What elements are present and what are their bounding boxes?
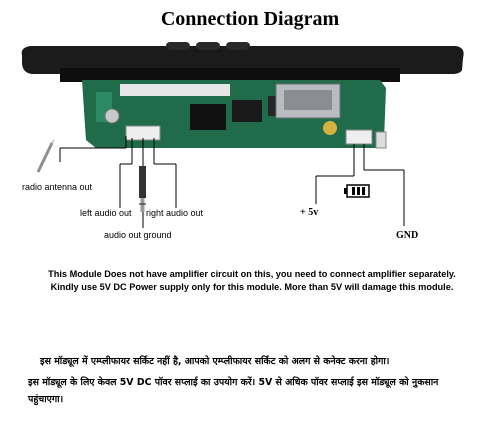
hindi-note-line-2: इस मॉड्यूल के लिए केवल 5V DC पॉवर सप्लाई… (28, 377, 439, 388)
english-note-line-1: This Module Does not have amplifier circ… (48, 269, 456, 279)
panel-button-1 (166, 42, 190, 50)
panel-button-2 (196, 42, 220, 50)
right-audio-label: right audio out (146, 208, 204, 218)
panel-button-3 (226, 42, 250, 50)
diagram-title: Connection Diagram (160, 8, 340, 30)
module-illustration (21, 42, 464, 228)
english-note-line-2: Kindly use 5V DC Power supply only for t… (50, 282, 454, 292)
battery-icon (344, 184, 370, 198)
radio-antenna-label: radio antenna out (22, 182, 93, 192)
power-connector (345, 129, 373, 145)
plus-5v-label: + 5v (300, 207, 319, 218)
hindi-note-line-1: इस मॉड्यूल में एम्प्लीफायर सर्किट नहीं ह… (40, 356, 390, 367)
audio-plug (139, 166, 146, 198)
gnd-label: GND (396, 230, 419, 241)
english-note: This Module Does not have amplifier circ… (22, 268, 482, 294)
audio-ground-label: audio out ground (104, 230, 172, 240)
front-panel (21, 46, 464, 74)
audio-connector (125, 125, 161, 141)
left-audio-label: left audio out (80, 208, 132, 218)
antenna-probe (36, 142, 54, 173)
hindi-note-line-3: पहुंचाएगा। (28, 394, 64, 405)
